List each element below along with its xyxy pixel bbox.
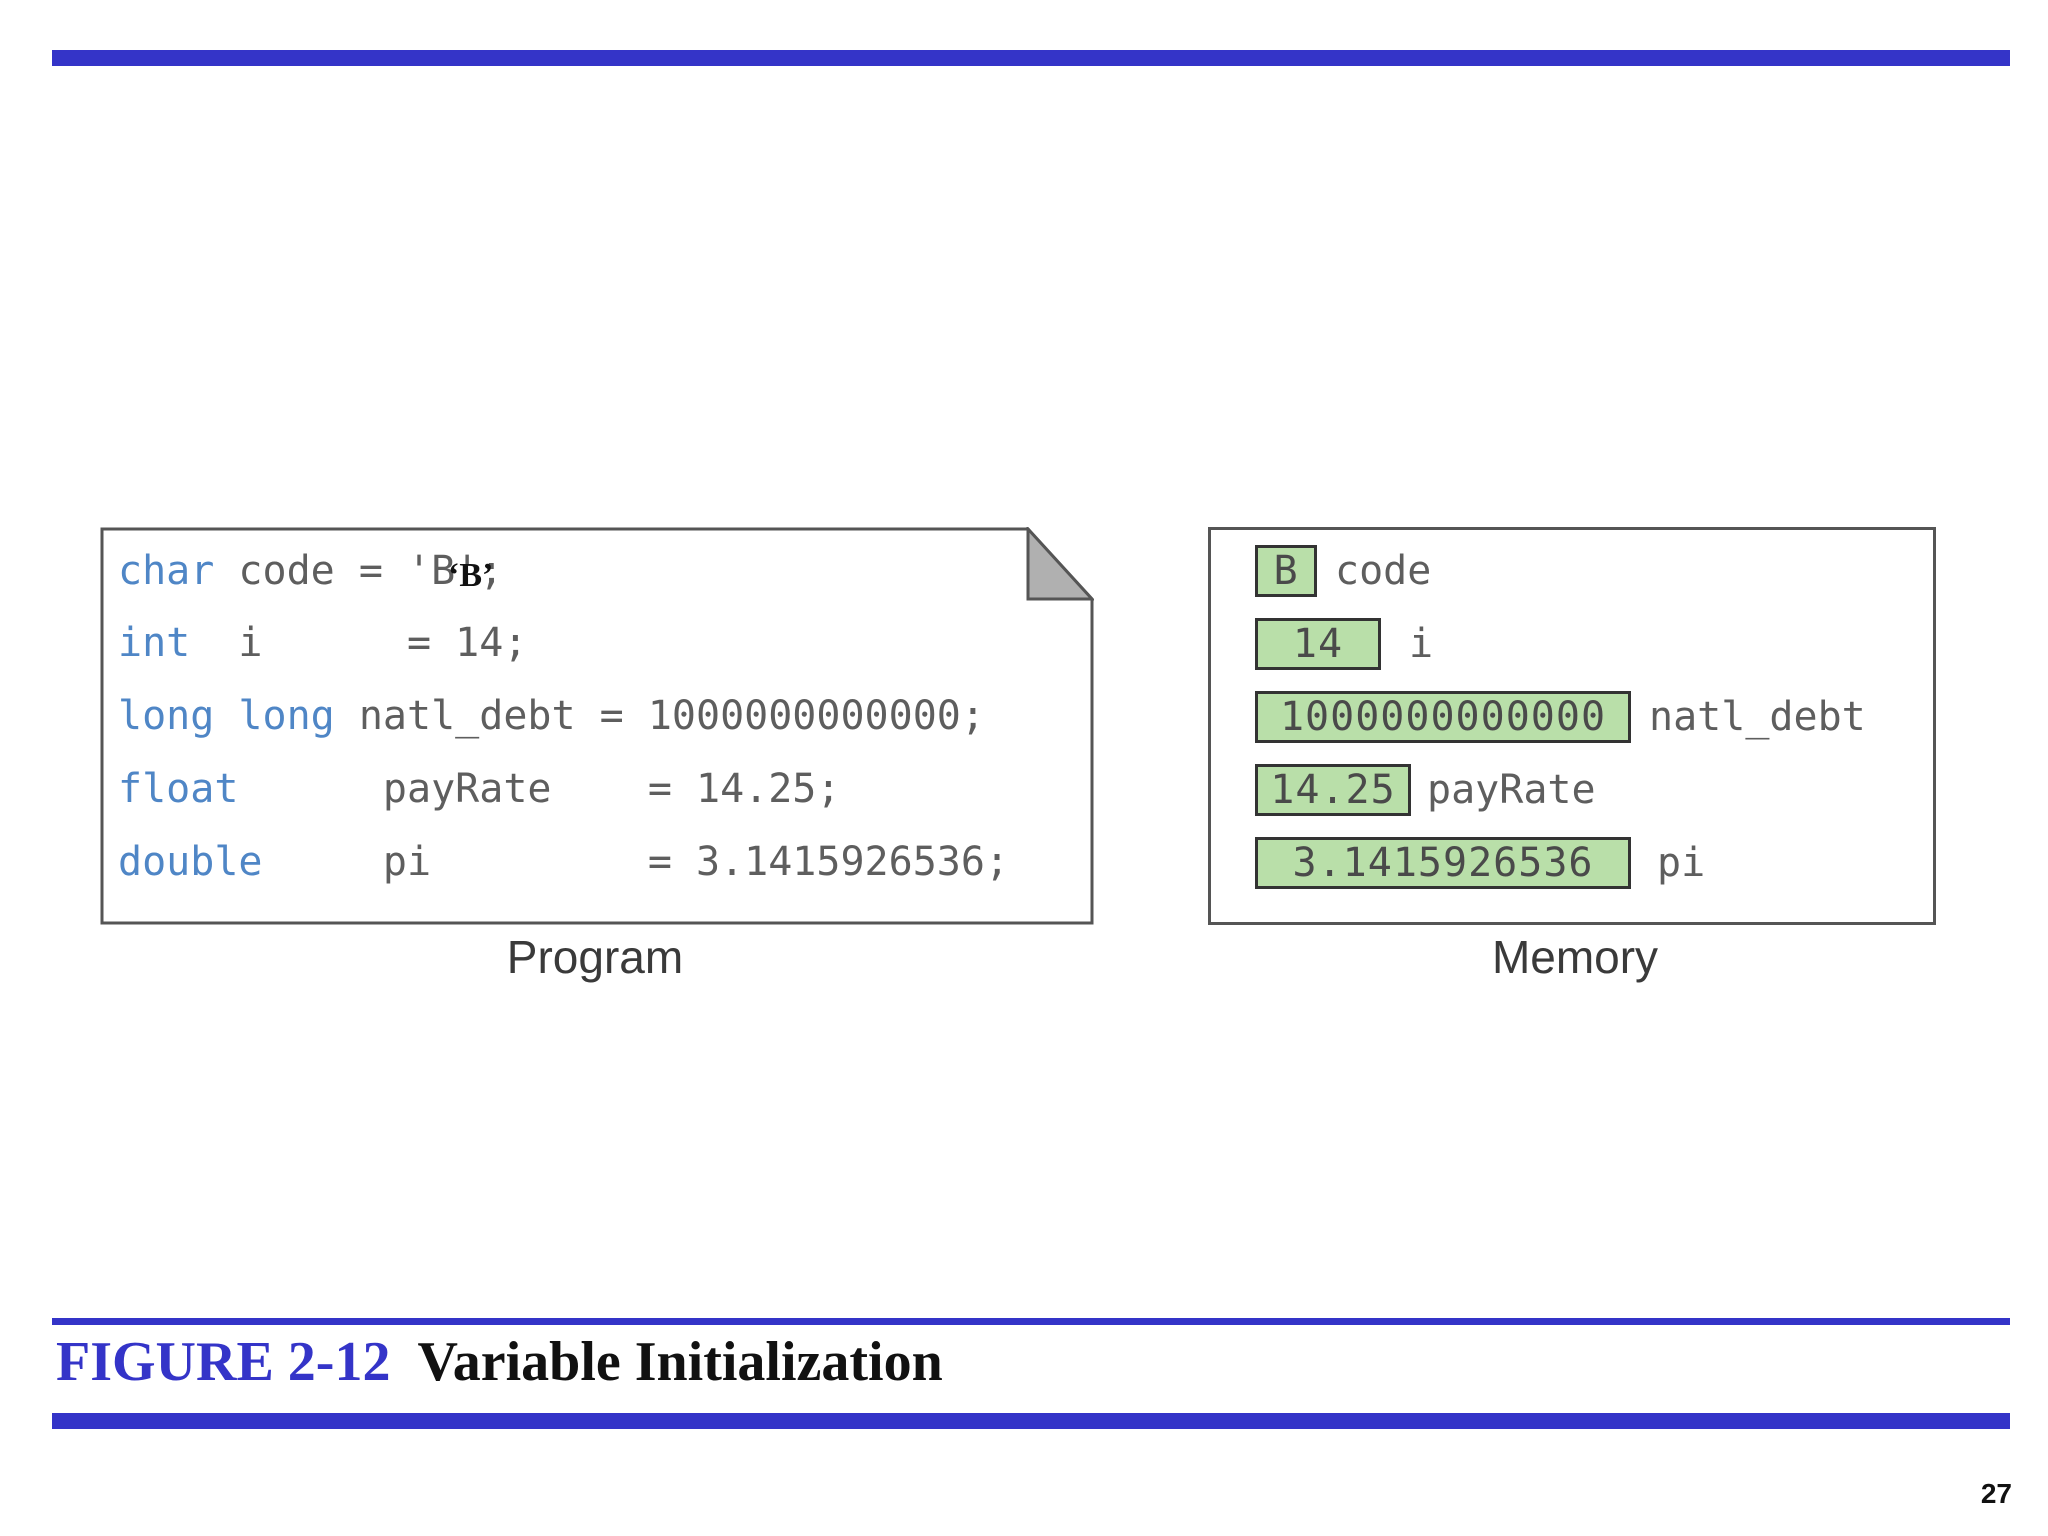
- code-text: i = 14;: [190, 620, 528, 666]
- keyword-char: char: [118, 548, 215, 594]
- memory-row-payrate: 14.25 payRate: [1255, 763, 1596, 817]
- code-text: natl_debt = 1000000000000;: [334, 693, 985, 739]
- figure-title: Variable Initialization: [417, 1331, 943, 1393]
- keyword-long: long: [238, 693, 335, 739]
- top-rule: [52, 50, 2010, 66]
- overlay-b-annotation: ‘B’: [448, 557, 494, 594]
- memory-cell-value: 14.25: [1255, 764, 1411, 816]
- program-caption: Program: [506, 931, 684, 983]
- memory-cell-value: 3.1415926536: [1255, 837, 1631, 889]
- code-line-long-long: long long natl_debt = 1000000000000;: [118, 692, 985, 740]
- memory-cell-name: code: [1335, 548, 1432, 594]
- code-line-char: char code = 'B';: [118, 547, 503, 595]
- code-value-b: B: [431, 548, 456, 594]
- code-text: pi = 3.1415926536;: [262, 839, 1010, 885]
- page-number: 27: [1980, 1478, 2012, 1509]
- code-text: code = ': [214, 548, 432, 594]
- code-text: payRate = 14.25;: [238, 766, 841, 812]
- figure-caption: FIGURE 2-12 Variable Initialization: [56, 1330, 943, 1394]
- keyword-int: int: [118, 620, 191, 666]
- figure-number: FIGURE 2-12: [56, 1331, 391, 1393]
- code-line-float: float payRate = 14.25;: [118, 765, 840, 813]
- memory-cell-value: B: [1255, 545, 1317, 597]
- memory-cell-name: natl_debt: [1649, 694, 1866, 740]
- memory-panel: B code 14 i 1000000000000 natl_debt 14.2…: [1208, 527, 1936, 925]
- code-line-double: double pi = 3.1415926536;: [118, 838, 1009, 886]
- caption-rule-bottom: [52, 1413, 2010, 1429]
- memory-caption: Memory: [1491, 931, 1659, 983]
- memory-row-code: B code: [1255, 544, 1431, 598]
- memory-cell-name: payRate: [1427, 767, 1596, 813]
- caption-rule-top: [52, 1318, 2010, 1325]
- memory-row-pi: 3.1415926536 pi: [1255, 836, 1705, 890]
- program-frame: [100, 527, 1094, 925]
- memory-cell-value: 1000000000000: [1255, 691, 1631, 743]
- memory-cell-name: pi: [1657, 840, 1706, 886]
- memory-row-natl-debt: 1000000000000 natl_debt: [1255, 690, 1866, 744]
- keyword-long: long: [118, 693, 215, 739]
- code-text-end: ';: [455, 548, 504, 594]
- keyword-float: float: [118, 766, 239, 812]
- memory-cell-value: 14: [1255, 618, 1381, 670]
- memory-row-i: 14 i: [1255, 617, 1433, 671]
- program-panel: char code = 'B'; int i = 14; long long n…: [100, 527, 1094, 925]
- memory-cell-name: i: [1409, 621, 1434, 667]
- keyword-double: double: [118, 839, 263, 885]
- code-line-int: int i = 14;: [118, 619, 527, 667]
